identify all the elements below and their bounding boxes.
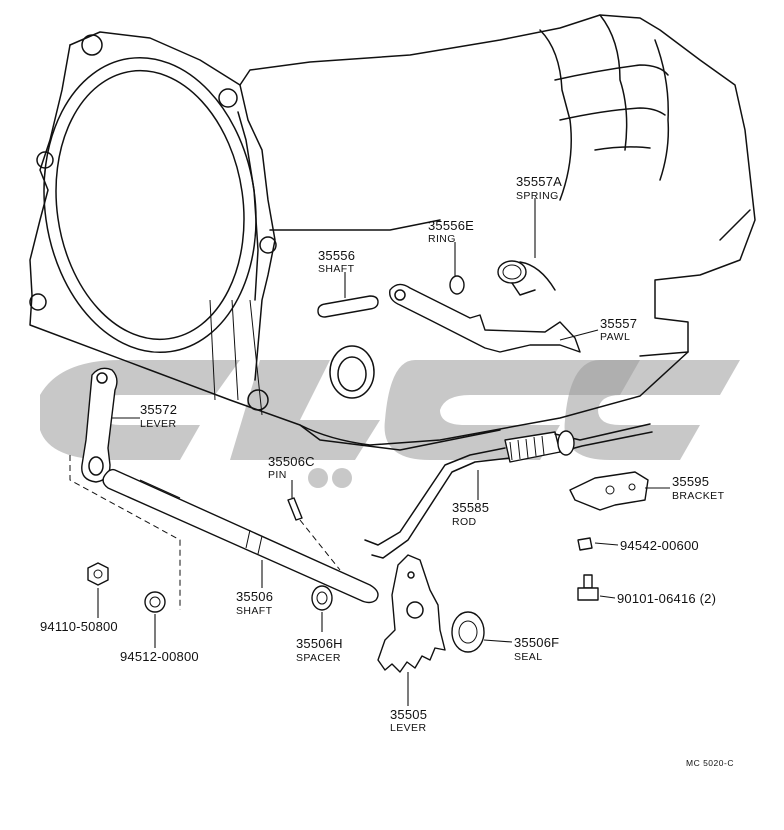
part-label-94542-00600: 94542-00600 [620,538,699,553]
shaft-35556-illustration [317,295,379,318]
part-number: 35506 [236,589,273,604]
spring-35557a-illustration [497,260,556,296]
part-label-35557a: 35557A SPRING [516,174,562,202]
part-number: 35572 [140,402,177,417]
part-number: 94512-00800 [120,649,199,664]
transmission-housing [29,14,756,451]
part-name: LEVER [140,418,176,430]
seal-35506f-illustration [451,611,485,653]
lever-35505-illustration [377,554,446,673]
part-label-35585: 35585 ROD [452,500,489,528]
part-label-35506c: 35506C PIN [268,454,315,481]
part-number: 94110-50800 [40,619,118,634]
part-label-35556e: 35556E RING [428,218,474,245]
part-name: ROD [452,516,477,528]
part-label-35506: 35506 SHAFT [236,589,273,617]
part-number: 35506H [296,636,343,651]
nut-94110-illustration [87,562,109,586]
part-number: 35585 [452,500,489,515]
part-label-35557: 35557 PAWL [600,316,637,343]
part-number: 35556 [318,248,355,263]
part-name: PAWL [600,331,630,343]
part-number: 35595 [672,474,709,489]
part-name: BRACKET [672,490,725,502]
pin-35506c-illustration [287,497,341,571]
spacer-35506h-illustration [311,585,333,611]
part-number: 35506C [268,454,315,469]
bolt-90101-illustration [577,574,599,601]
lever-35572-illustration [69,367,181,610]
part-name: SEAL [514,651,542,663]
part-label-35556: 35556 SHAFT [318,248,355,275]
part-label-35505: 35505 LEVER [390,707,427,734]
part-label-35572: 35572 LEVER [140,402,177,430]
part-name: SPACER [296,652,341,664]
part-label-35506h: 35506H SPACER [296,636,343,664]
part-name: PIN [268,469,287,481]
part-name: LEVER [390,722,426,734]
part-label-94512-00800: 94512-00800 [120,649,199,664]
part-name: SHAFT [236,605,273,617]
screw-94542-illustration [577,537,593,551]
part-number: 35557 [600,316,637,331]
part-number: 35556E [428,218,474,233]
part-label-35595: 35595 BRACKET [672,474,725,502]
pawl-35557-illustration [389,283,581,353]
part-number: 35557A [516,174,562,189]
part-name: RING [428,233,456,245]
diagram-code: MC 5020-C [686,758,734,768]
bracket-35595-illustration [569,471,649,511]
ring-35556e-illustration [449,275,465,295]
rod-35585-illustration [364,423,653,559]
part-number: 90101-06416 (2) [617,591,716,606]
part-label-90101-06416: 90101-06416 (2) [617,591,716,606]
part-number: 35505 [390,707,427,722]
part-name: SPRING [516,190,559,202]
part-name: SHAFT [318,263,355,275]
leader-lines [97,198,670,706]
part-number: 94542-00600 [620,538,699,553]
washer-94512-illustration [144,591,166,613]
part-number: 35506F [514,635,559,650]
part-label-35506f: 35506F SEAL [514,635,559,663]
part-label-94110-50800: 94110-50800 [40,619,118,634]
shaft-35506-illustration [102,468,379,604]
